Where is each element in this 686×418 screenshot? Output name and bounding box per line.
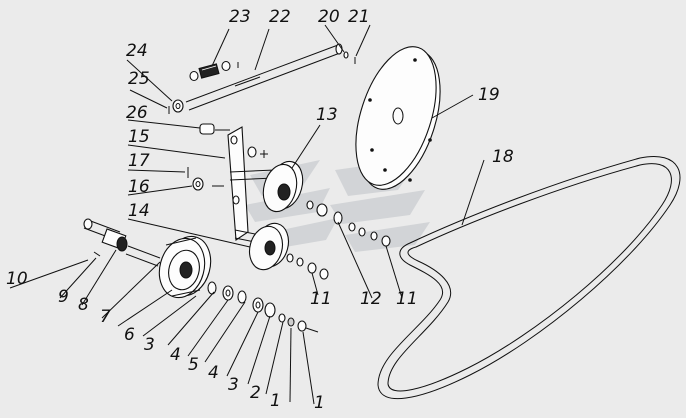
callout-14: 14 <box>128 201 150 221</box>
callout-10: 10 <box>6 269 28 289</box>
washer-part-24 <box>172 99 184 113</box>
washer-stack <box>207 281 319 333</box>
callout-13: 13 <box>316 105 338 125</box>
hub-shaft <box>83 218 161 267</box>
bracket-plate <box>199 123 268 241</box>
shaft-part-22 <box>185 43 343 111</box>
callout-4a: 4 <box>170 345 181 365</box>
pulley-part-13 <box>229 160 391 247</box>
callout-25: 25 <box>128 69 150 89</box>
callout-3a: 3 <box>144 335 155 355</box>
callout-9: 9 <box>58 287 69 307</box>
callout-2: 2 <box>250 383 261 403</box>
pin-part-20 <box>343 51 349 59</box>
callout-20: 20 <box>318 7 340 27</box>
callout-labels: 23 22 20 21 24 25 19 18 26 15 17 16 14 1… <box>6 7 514 413</box>
callout-21: 21 <box>348 7 370 27</box>
callout-18: 18 <box>492 147 514 167</box>
leader-lines <box>9 24 485 405</box>
callout-1a: 1 <box>270 391 281 411</box>
callout-23: 23 <box>229 7 251 27</box>
callout-5: 5 <box>188 355 199 375</box>
washer-part-16 <box>192 177 224 191</box>
disc-part-19 <box>355 46 441 190</box>
callout-26: 26 <box>126 103 148 123</box>
callout-17: 17 <box>128 151 150 171</box>
callout-24: 24 <box>126 41 148 61</box>
callout-3b: 3 <box>228 375 239 395</box>
pulley-part-14 <box>234 222 329 280</box>
callout-4b: 4 <box>208 363 219 383</box>
callout-7: 7 <box>100 307 111 327</box>
callout-1b: 1 <box>314 393 325 413</box>
callout-6: 6 <box>124 325 135 345</box>
callout-19: 19 <box>478 85 500 105</box>
callout-16: 16 <box>128 177 150 197</box>
callout-8: 8 <box>78 295 89 315</box>
pin-part-9 <box>93 251 101 257</box>
pulley-part-6 <box>158 235 212 299</box>
callout-12: 12 <box>360 289 382 309</box>
callout-11b: 11 <box>396 289 418 309</box>
drive-belt <box>377 156 681 399</box>
spring-part-23 <box>189 60 239 82</box>
callout-15: 15 <box>128 127 150 147</box>
callout-22: 22 <box>269 7 291 27</box>
callout-11a: 11 <box>310 289 332 309</box>
